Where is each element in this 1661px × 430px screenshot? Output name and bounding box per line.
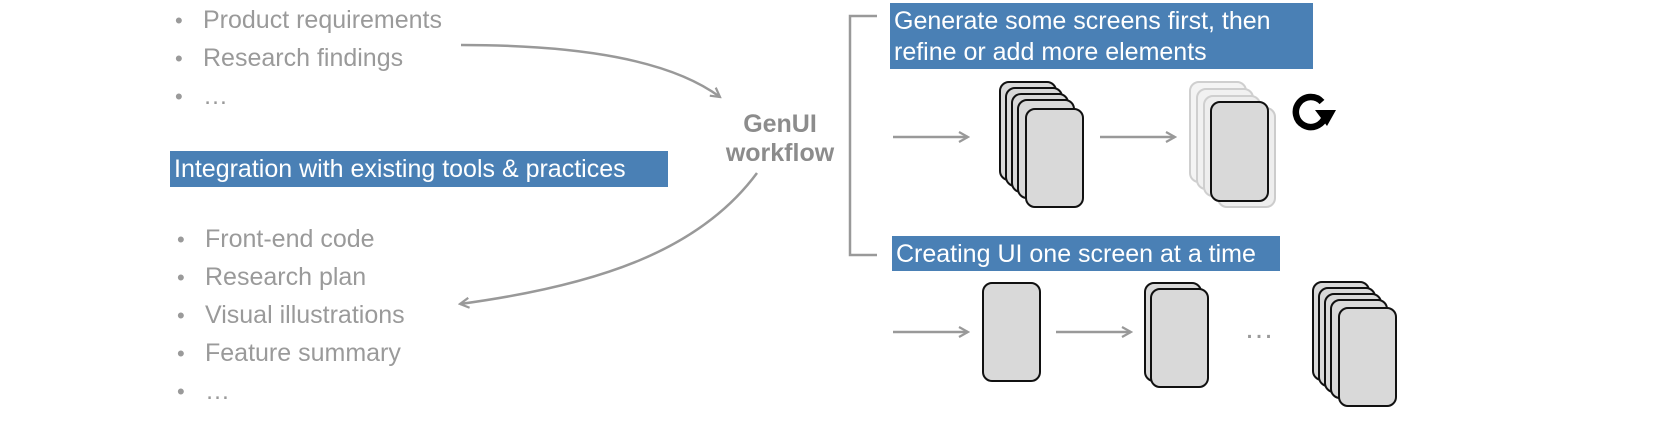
screen-stack-2	[1144, 282, 1209, 388]
inputs-list: Product requirements Research findings …	[175, 8, 442, 122]
approach-banner-line1: Generate some screens first, then	[894, 7, 1271, 35]
list-item: Feature summary	[177, 341, 405, 379]
list-item: Research plan	[177, 265, 405, 303]
screen-card	[1150, 288, 1209, 388]
approach-bracket	[848, 14, 877, 257]
center-label-line1: GenUI	[743, 110, 817, 138]
list-item: Front-end code	[177, 227, 405, 265]
screen-card	[982, 282, 1041, 382]
sequence-ellipsis: …	[1244, 312, 1277, 345]
list-item: …	[175, 84, 442, 122]
integration-banner: Integration with existing tools & practi…	[170, 151, 668, 187]
screen-stack-5	[999, 81, 1084, 208]
approach-banner-single: Creating UI one screen at a time	[892, 236, 1280, 271]
input-flow-arrow	[460, 43, 720, 97]
approach-banner-line2: refine or add more elements	[894, 38, 1207, 66]
refresh-icon	[1292, 93, 1336, 131]
screen-stack-1	[982, 282, 1041, 382]
screen-card	[1338, 307, 1397, 407]
screen-stack-refined	[1189, 81, 1276, 208]
output-flow-arrow	[460, 172, 759, 304]
list-item: Research findings	[175, 46, 442, 84]
outputs-list: Front-end code Research plan Visual illu…	[177, 227, 405, 417]
screen-card	[1210, 101, 1269, 202]
screen-card	[1025, 108, 1084, 208]
list-item: …	[177, 379, 405, 417]
list-item: Product requirements	[175, 8, 442, 46]
list-item: Visual illustrations	[177, 303, 405, 341]
center-label-line2: workflow	[725, 139, 835, 167]
genui-workflow-label: GenUI workflow	[715, 110, 845, 168]
screen-stack-5-final	[1312, 281, 1397, 407]
approach-banner-refine: Generate some screens first, then refine…	[890, 3, 1313, 69]
